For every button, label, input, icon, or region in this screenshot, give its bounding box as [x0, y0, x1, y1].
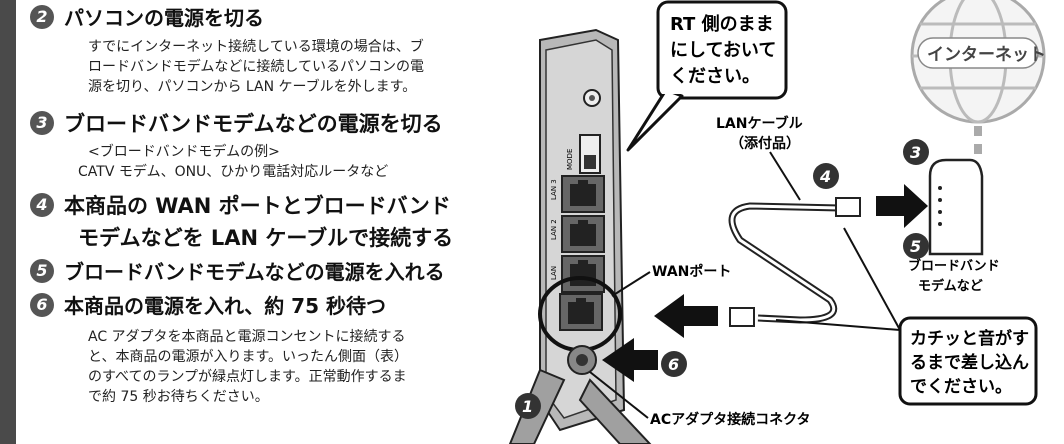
lan-port-1 [561, 255, 605, 293]
step-body: <ブロードバンドモデムの例> [88, 142, 443, 162]
router-illustration: MODE LAN 3 LAN 2 LAN [508, 28, 652, 444]
rt-note-line: にしておいて [670, 40, 776, 61]
step-number: 3 [30, 111, 54, 135]
manual-page: 2 パソコンの電源を切る すでにインターネット接続している環境の場合は、ブ ロード… [16, 0, 1064, 444]
lan-port-2 [561, 215, 605, 253]
modem-label-line: ブロードバンド [908, 258, 1000, 274]
step-number: 5 [30, 258, 54, 283]
body-line: 源を切り、パソコンから LAN ケーブルを外します。 [88, 79, 417, 95]
svg-text:5: 5 [910, 237, 921, 256]
body-line: で約 75 秒お待ちください。 [88, 389, 269, 405]
step-title-line2: モデムなどを LAN ケーブルで接続する [78, 226, 454, 250]
step-number: 6 [30, 292, 54, 317]
body-line: <ブロードバンドモデムの例> [88, 144, 280, 160]
lan-cable-label: （添付品） [730, 135, 800, 152]
wan-port-label: WANポート [652, 263, 731, 280]
marker-6: 6 [661, 351, 687, 377]
arrow-to-modem-icon [876, 184, 928, 228]
step-number: 2 [30, 4, 54, 29]
step-3: 3 ブロードバンドモデムなどの電源を切る <ブロードバンドモデムの例> CATV … [30, 108, 443, 182]
click-callout: カチッと音がす るまで差し込ん でください。 [775, 227, 1038, 406]
internet-globe-icon: インターネット [910, 0, 1046, 124]
ac-connector-label: ACアダプタ接続コネクタ [650, 411, 811, 428]
lan-port-3 [561, 175, 605, 213]
step-2: 2 パソコンの電源を切る すでにインターネット接続している環境の場合は、ブ ロード… [30, 2, 424, 97]
body-line: のすべてのランプが緑点灯します。正常動作するま [88, 369, 407, 385]
body-line: CATV モデム、ONU、ひかり電話対応ルータなど [78, 164, 389, 180]
click-note-line: でください。 [910, 377, 1012, 397]
rt-note-line: ください。 [670, 66, 760, 87]
marker-3: 3 [903, 139, 929, 165]
step-title: 本商品の WAN ポートとブロードバンド [64, 194, 451, 218]
cable-connector [835, 197, 861, 217]
lan2-label: LAN 2 [550, 219, 558, 240]
arrow-to-ac-icon [602, 338, 658, 382]
modem-label-line: モデムなど [918, 278, 983, 294]
lan-cable [728, 202, 841, 324]
svg-text:4: 4 [819, 167, 831, 186]
click-note-line: るまで差し込ん [910, 352, 1029, 373]
modem-illustration [928, 158, 984, 256]
lan-cable-label: LANケーブル [716, 115, 803, 132]
lan1-label: LAN [550, 266, 558, 280]
body-line: ロードバンドモデムなどに接続しているパソコンの電 [88, 59, 424, 75]
leader-line [769, 151, 801, 201]
step-4: 4 本商品の WAN ポートとブロードバンド モデムなどを LAN ケーブルで接続… [30, 190, 453, 252]
step-title: パソコンの電源を切る [64, 6, 264, 30]
step-5: 5 ブロードバンドモデムなどの電源を入れる [30, 256, 445, 285]
body-line: と、本商品の電源が入ります。いったん側面（表） [88, 349, 409, 365]
lan3-label: LAN 3 [550, 179, 558, 200]
step-title: ブロードバンドモデムなどの電源を入れる [64, 260, 445, 284]
body-line: すでにインターネット接続している環境の場合は、ブ [88, 39, 424, 55]
marker-4: 4 [813, 163, 839, 189]
svg-text:6: 6 [668, 355, 679, 374]
cable-connector [729, 307, 755, 327]
step-title: ブロードバンドモデムなどの電源を切る [64, 112, 443, 136]
leader-line [589, 371, 649, 419]
svg-text:3: 3 [910, 143, 921, 162]
step-title: 本商品の電源を入れ、約 75 秒待つ [64, 294, 386, 318]
arrow-to-wan-icon [654, 294, 718, 338]
step-number: 4 [30, 193, 54, 217]
step-6: 6 本商品の電源を入れ、約 75 秒待つ AC アダプタを本商品と電源コンセントに… [30, 290, 408, 407]
marker-5: 5 [903, 233, 929, 259]
rt-callout: RT 側のまま にしておいて ください。 [626, 0, 788, 152]
body-line: AC アダプタを本商品と電源コンセントに接続する [88, 329, 406, 345]
step-body: AC アダプタを本商品と電源コンセントに接続する と、本商品の電源が入ります。い… [88, 327, 408, 407]
step-body: すでにインターネット接続している環境の場合は、ブ ロードバンドモデムなどに接続し… [88, 37, 424, 97]
svg-text:1: 1 [522, 397, 533, 416]
mode-label: MODE [566, 149, 574, 170]
connection-diagram: MODE LAN 3 LAN 2 LAN [508, 0, 1046, 444]
click-note-line: カチッと音がす [910, 328, 1029, 349]
marker-1: 1 [515, 393, 541, 419]
internet-label: インターネット [927, 45, 1046, 65]
rt-note-line: RT 側のまま [670, 13, 774, 35]
step-body: CATV モデム、ONU、ひかり電話対応ルータなど [78, 162, 443, 182]
leader-line [611, 271, 651, 297]
